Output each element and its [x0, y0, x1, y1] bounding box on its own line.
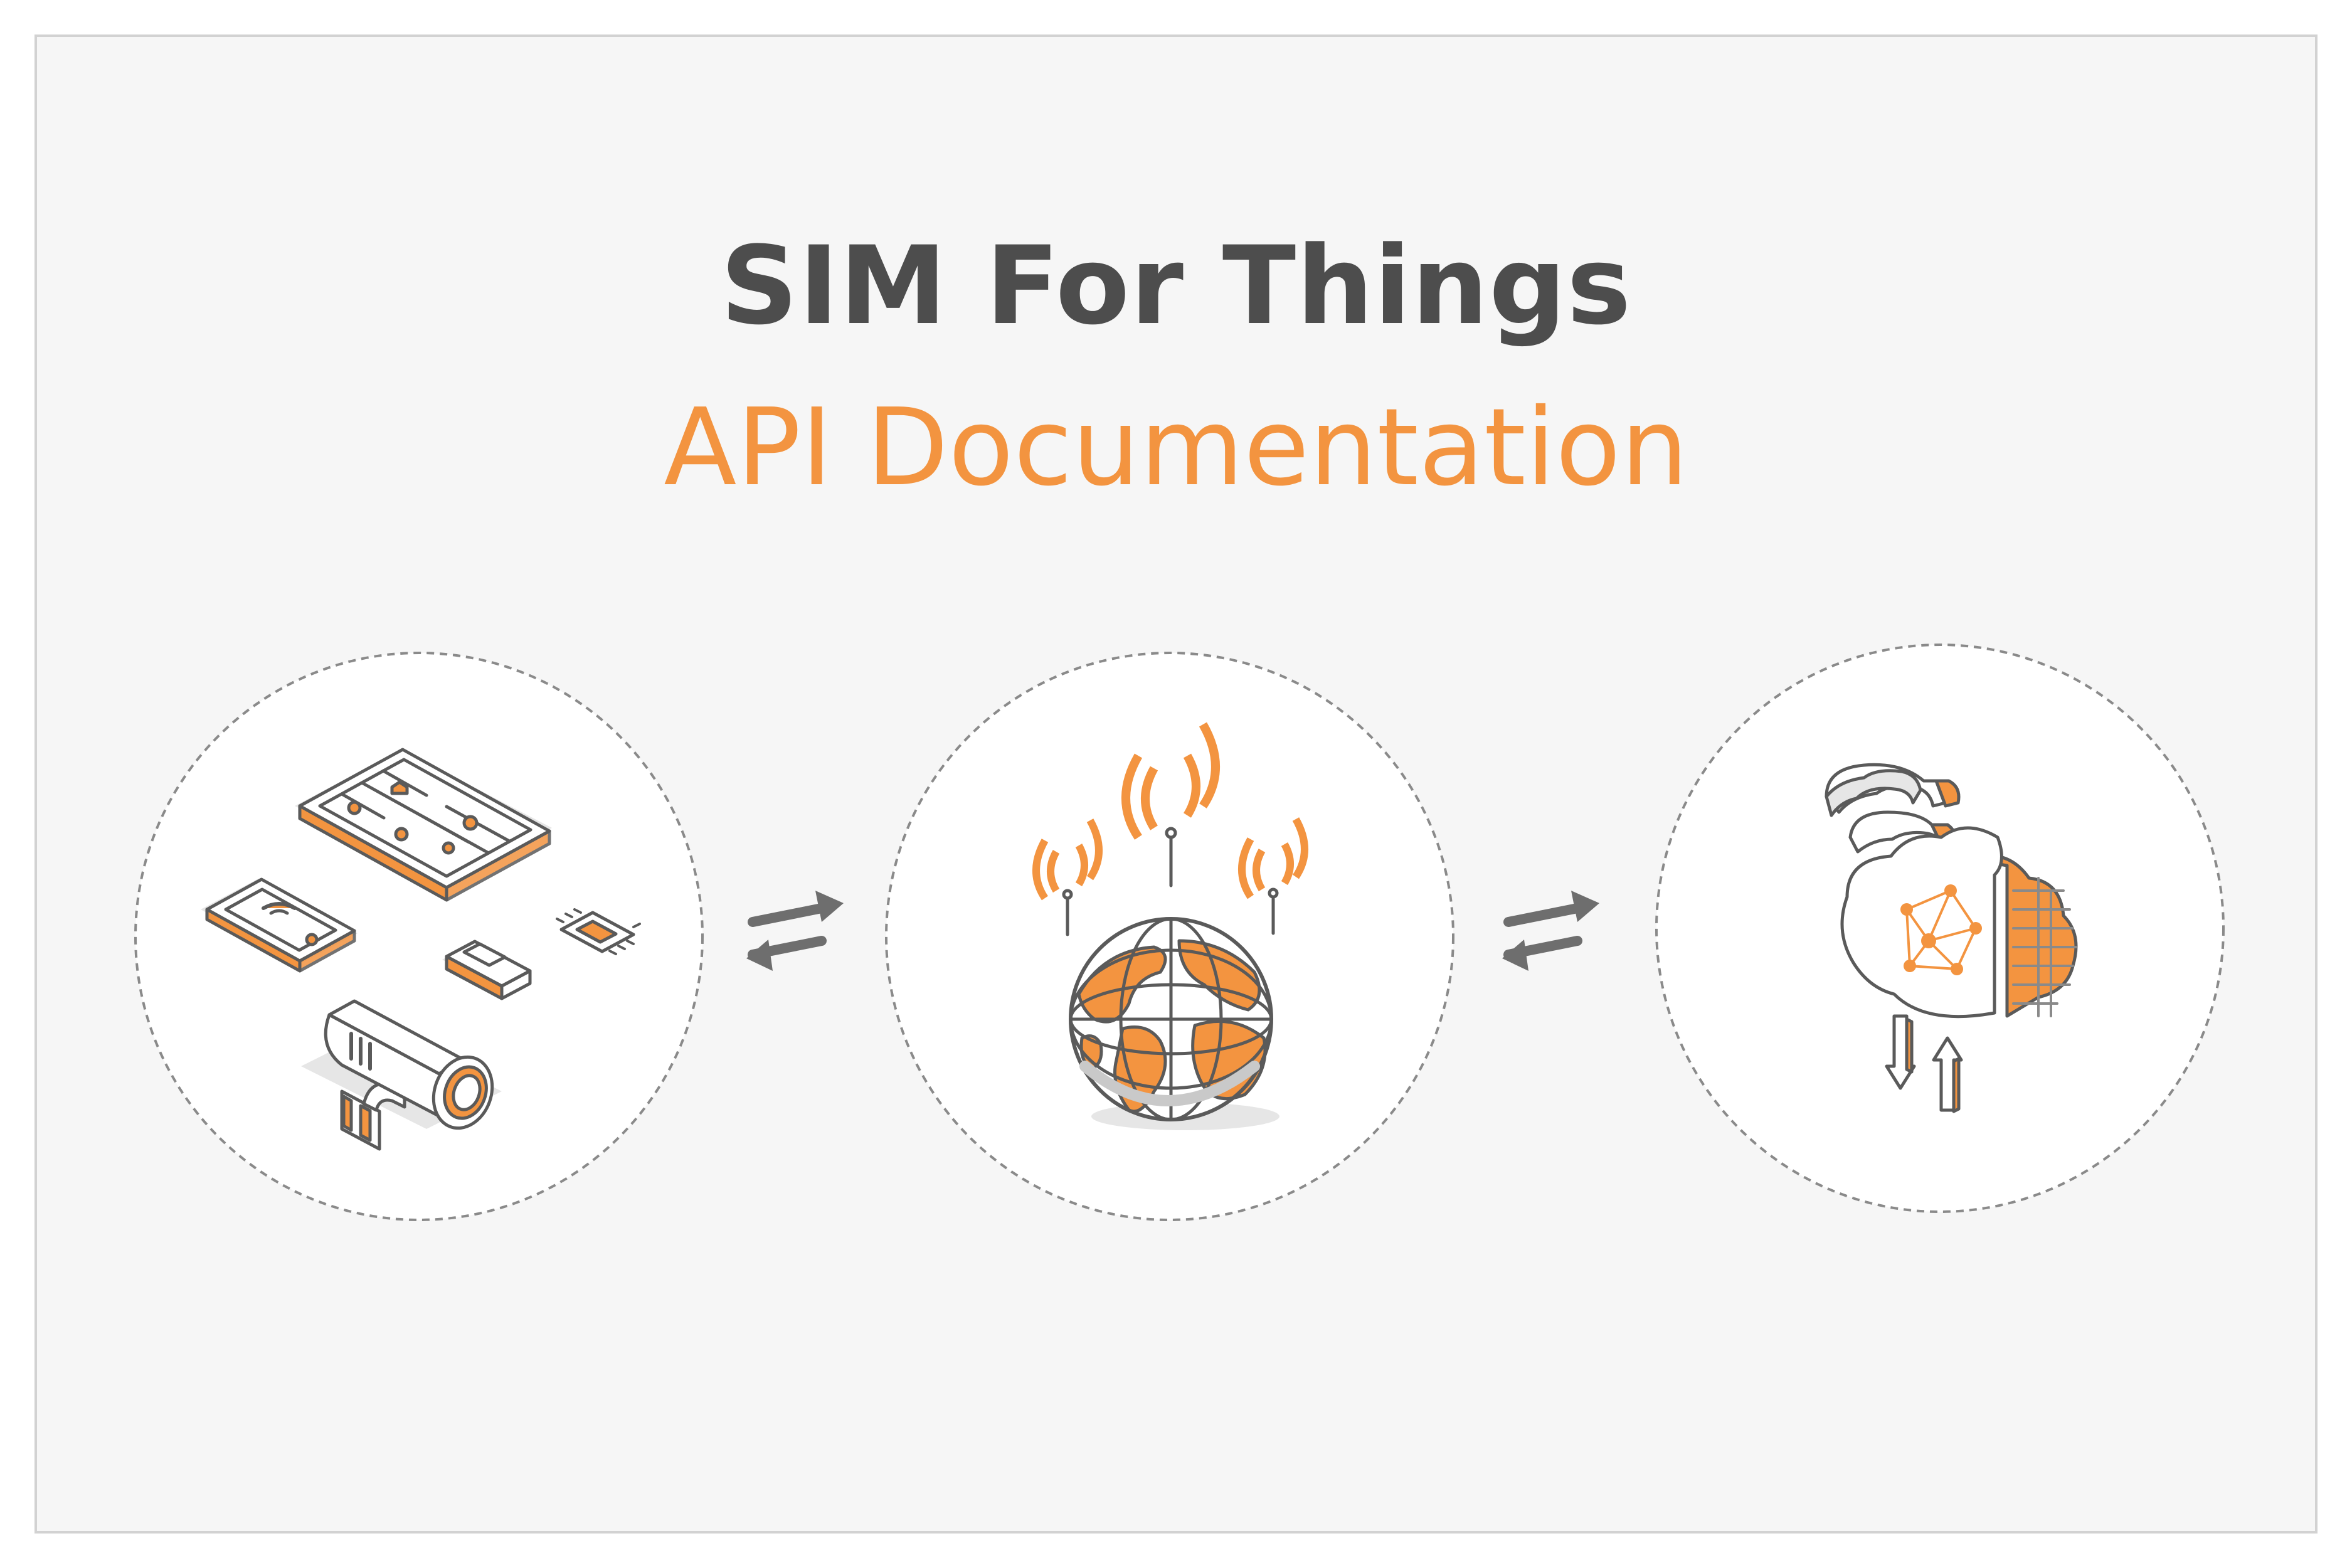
- page-subtitle: API Documentation: [664, 386, 1688, 510]
- network-node: [885, 652, 1454, 1221]
- cloud-node: [1655, 644, 2225, 1213]
- connector-devices-network: [746, 891, 844, 971]
- page-title: SIM For Things: [720, 223, 1632, 349]
- globe-network-icon: [1032, 722, 1308, 1130]
- bidirectional-arrows-icon: [746, 891, 844, 971]
- devices-node: [134, 652, 704, 1221]
- connector-network-cloud: [1502, 891, 1599, 971]
- cloud-platform-icon: [1825, 763, 2078, 1113]
- bidirectional-arrows-icon: [1502, 891, 1599, 971]
- devices-circle: [134, 652, 704, 1221]
- iot-devices-icon: [201, 748, 641, 1151]
